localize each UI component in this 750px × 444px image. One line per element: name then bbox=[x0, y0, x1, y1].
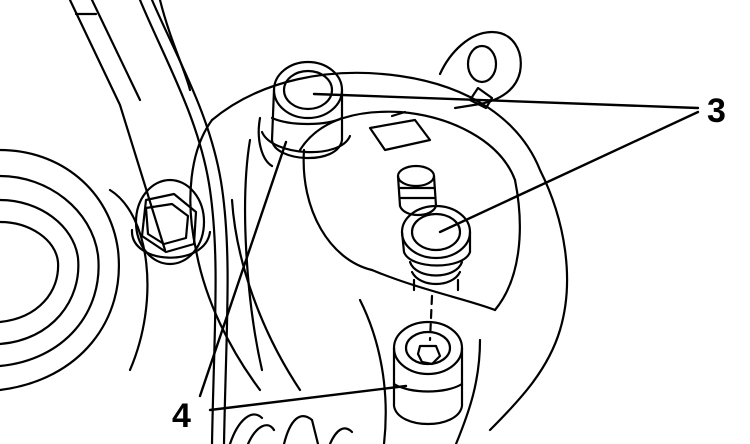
rear-bushing bbox=[396, 164, 438, 217]
lower-brake-line bbox=[228, 413, 354, 444]
wheel-hub bbox=[0, 148, 149, 392]
strut-upper bbox=[68, 0, 167, 252]
brake-hose bbox=[138, 0, 229, 444]
leader-4-upper bbox=[198, 140, 288, 398]
lower-guide-pin-boot bbox=[392, 320, 464, 425]
knuckle-bolt bbox=[130, 178, 212, 266]
center-guide-pin-cap bbox=[400, 204, 472, 267]
leader-3-upper bbox=[312, 92, 700, 110]
leader-3-center bbox=[438, 110, 700, 234]
upper-left-guide-pin-boot bbox=[257, 88, 352, 168]
callout-3-label: 3 bbox=[707, 92, 726, 130]
center-pin-seal bbox=[408, 260, 464, 292]
callout-4-label: 4 bbox=[172, 397, 191, 435]
mounting-bracket bbox=[438, 30, 522, 110]
upper-left-guide-pin-cap bbox=[272, 60, 344, 120]
leader-4-lower bbox=[208, 384, 408, 412]
